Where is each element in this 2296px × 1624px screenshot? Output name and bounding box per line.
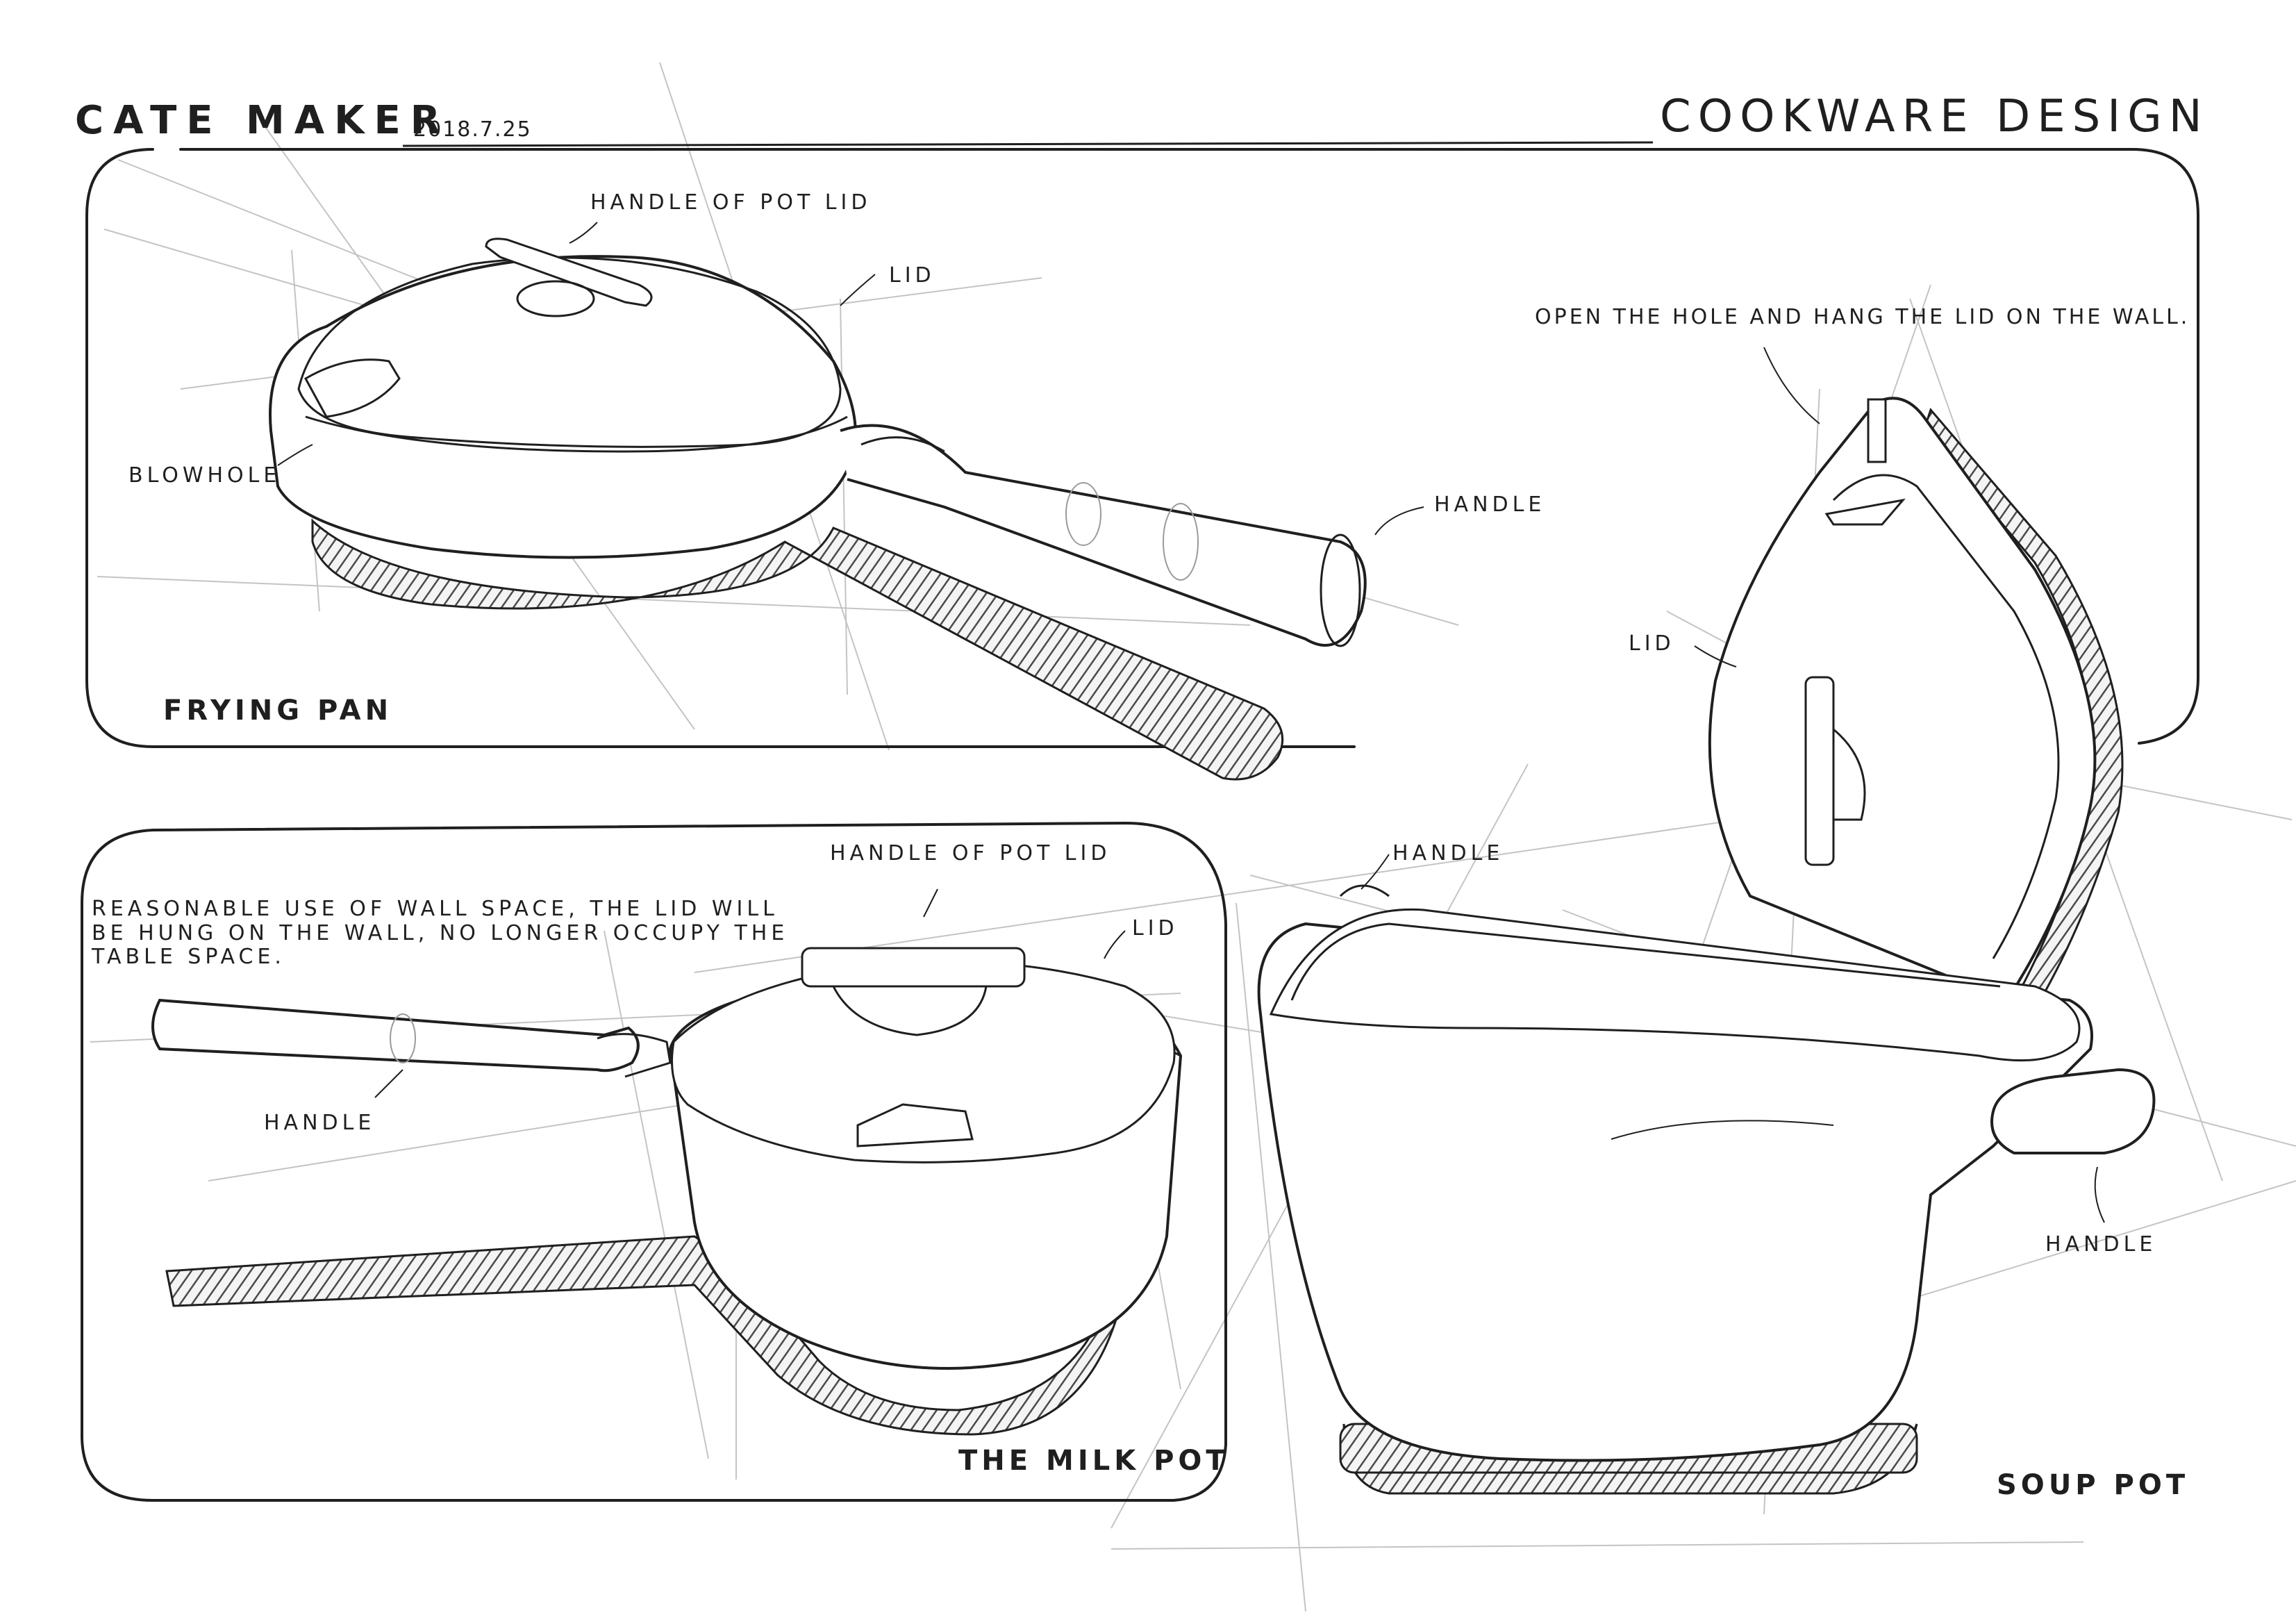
soup-pot-top-handle-callout: HANDLE bbox=[1392, 841, 1504, 865]
soup-pot-section-label: SOUP POT bbox=[1997, 1469, 2190, 1501]
milk-pot-lid-handle-callout: HANDLE OF POT LID bbox=[830, 841, 1111, 865]
milk-pot-handle-callout: HANDLE bbox=[264, 1111, 376, 1135]
frying-pan-lid-handle-callout: HANDLE OF POT LID bbox=[590, 190, 872, 215]
brand-title: CATE MAKER bbox=[75, 98, 450, 143]
hanging-lid-note: OPEN THE HOLE AND HANG THE LID ON THE WA… bbox=[1535, 305, 2190, 329]
soup-pot-sketch bbox=[1257, 884, 2156, 1495]
frying-pan-sketch bbox=[269, 238, 1367, 781]
frying-pan-handle-callout: HANDLE bbox=[1434, 492, 1546, 517]
sheet-title: COOKWARE DESIGN bbox=[1660, 91, 2209, 142]
milk-pot-section-label: THE MILK POT bbox=[958, 1445, 1229, 1477]
frying-pan-lid-callout: LID bbox=[889, 263, 935, 288]
frying-pan-blowhole-callout: BLOWHOLE bbox=[128, 463, 281, 488]
frying-pan-shadow bbox=[311, 518, 1284, 781]
frying-pan-section-label: FRYING PAN bbox=[163, 695, 393, 727]
header-rule bbox=[402, 141, 1654, 147]
soup-pot-side-handle-callout: HANDLE bbox=[2045, 1232, 2157, 1257]
callout-leaders bbox=[277, 222, 2105, 1223]
milk-pot-lid-callout: LID bbox=[1132, 916, 1179, 941]
frames bbox=[81, 148, 2199, 1502]
sketch-date: 2018.7.25 bbox=[413, 117, 532, 142]
milk-pot-sketch bbox=[151, 947, 1183, 1436]
hanging-lid-sketch bbox=[1708, 397, 2124, 1022]
hanging-lid-callout: LID bbox=[1629, 631, 1675, 656]
milk-pot-note: REASONABLE USE OF WALL SPACE, THE LID WI… bbox=[92, 897, 789, 969]
